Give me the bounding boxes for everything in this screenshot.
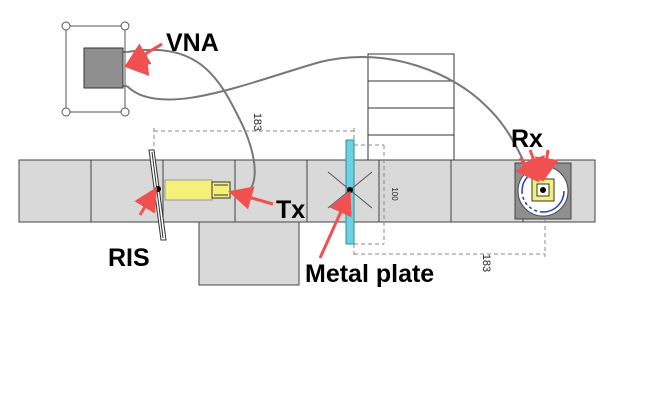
tx-antenna	[164, 179, 231, 201]
tx-label: Tx	[276, 196, 305, 224]
vna-instrument	[61, 21, 130, 117]
metal-plate-arrow	[318, 190, 352, 259]
metal-plate-label: Metal plate	[305, 260, 434, 288]
ris-label: RIS	[108, 244, 150, 272]
dim-plate-to-rx: 183	[480, 254, 492, 272]
shelf-unit	[367, 53, 455, 161]
ris-arrow	[134, 186, 158, 216]
tx-arrow	[228, 186, 274, 210]
dim-plate-width: 100	[390, 187, 399, 201]
annotation-arrows	[124, 42, 559, 259]
side-table	[198, 221, 300, 286]
dim-ris-to-plate: 183	[251, 113, 263, 131]
rx-label: Rx	[511, 125, 543, 153]
table-strip	[18, 159, 596, 223]
dimension-lines	[153, 128, 546, 257]
vna-label: VNA	[166, 29, 219, 57]
rx-turntable	[514, 162, 572, 220]
vna-arrow	[124, 42, 163, 67]
rx-cable	[126, 56, 529, 171]
